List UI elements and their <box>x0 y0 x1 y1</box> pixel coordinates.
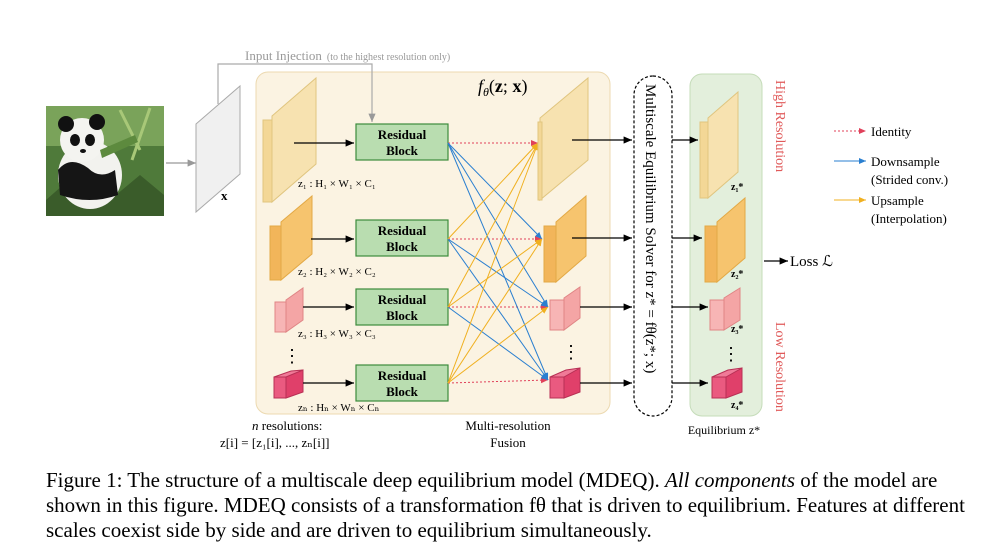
fused-z2 <box>543 194 587 284</box>
x-plane <box>195 84 241 214</box>
legend-upsample-note: (Interpolation) <box>871 211 947 226</box>
caption-part3: of the model are shown in this figure. M… <box>46 468 965 542</box>
residual-block-3: Residual Block <box>355 288 449 326</box>
equilibrium-z2 <box>704 196 746 284</box>
left-vertical-dots: ⋮ <box>283 346 301 366</box>
z1-label: z₁ : H₁ × W₁ × C₁ <box>298 178 376 190</box>
svg-text:Block: Block <box>386 384 419 399</box>
fusion-connections <box>447 140 549 384</box>
x-label: x <box>221 188 228 203</box>
z3-label: z₃ : H₃ × W₃ × C₃ <box>298 328 376 340</box>
svg-text:Block: Block <box>386 239 419 254</box>
equilibrium-vertical-dots: ⋮ <box>722 344 740 364</box>
equilibrium-label: Equilibrium z* <box>688 423 760 437</box>
fused-zn <box>549 367 581 399</box>
fused-z3 <box>549 286 581 331</box>
middle-vertical-dots: ⋮ <box>562 342 580 362</box>
fusion-label-1: Multi-resolution <box>465 418 551 433</box>
low-resolution-label: Low Resolution <box>772 322 787 412</box>
feature-z2 <box>269 194 313 282</box>
input-injection-label: Input Injection(to the highest resolutio… <box>245 48 450 63</box>
z-star-1-label: z₁* <box>731 182 743 193</box>
equilibrium-z4 <box>711 367 743 399</box>
legend: Identity Downsample (Strided conv.) Upsa… <box>834 124 948 226</box>
z-star-2-label: z₂* <box>731 269 743 280</box>
residual-block-2: Residual Block <box>355 219 449 257</box>
svg-text:Block: Block <box>386 308 419 323</box>
svg-text:Residual: Residual <box>378 223 427 238</box>
svg-text:Residual: Residual <box>378 127 427 142</box>
residual-block-n: Residual Block <box>355 364 449 402</box>
z-star-4-label: z₄* <box>731 400 743 411</box>
svg-text:Block: Block <box>386 143 419 158</box>
zn-label: zₙ : Hₙ × Wₙ × Cₙ <box>298 402 380 414</box>
n-resolutions-label: n resolutions: <box>252 418 322 433</box>
caption-part2: All components <box>664 468 796 492</box>
legend-downsample-note: (Strided conv.) <box>871 172 948 187</box>
high-resolution-label: High Resolution <box>772 80 787 172</box>
legend-upsample: Upsample <box>871 193 924 208</box>
fused-z1 <box>537 76 589 202</box>
equilibrium-z1 <box>699 90 739 200</box>
mdeq-figure: x Input Injection(to the highest resolut… <box>46 48 948 450</box>
z-star-3-label: z₃* <box>731 324 743 335</box>
n-resolutions-formula: z[i] = [z₁[i], ..., zₙ[i]] <box>220 435 330 450</box>
svg-text:Residual: Residual <box>378 292 427 307</box>
legend-identity: Identity <box>871 124 912 139</box>
loss-label: Loss ℒ <box>790 254 833 270</box>
panda-input-image <box>46 106 164 216</box>
residual-block-1: Residual Block <box>355 123 449 161</box>
solver-box <box>633 75 673 417</box>
f-theta-label: fθ(z; x) <box>478 76 527 99</box>
solver-label: Multiscale Equilibrium Solver for z* = f… <box>642 84 658 373</box>
svg-text:Residual: Residual <box>378 368 427 383</box>
equilibrium-z3 <box>709 287 741 331</box>
input-injection-line <box>217 63 376 122</box>
caption-part1: Figure 1: The structure of a multiscale … <box>46 468 665 492</box>
feature-zn <box>273 369 304 399</box>
feature-z3 <box>274 287 304 333</box>
fusion-label-2: Fusion <box>490 435 526 450</box>
legend-downsample: Downsample <box>871 154 940 169</box>
feature-z1 <box>262 76 317 204</box>
figure-caption: Figure 1: The structure of a multiscale … <box>46 468 981 543</box>
z2-label: z₂ : H₂ × W₂ × C₂ <box>298 266 376 278</box>
